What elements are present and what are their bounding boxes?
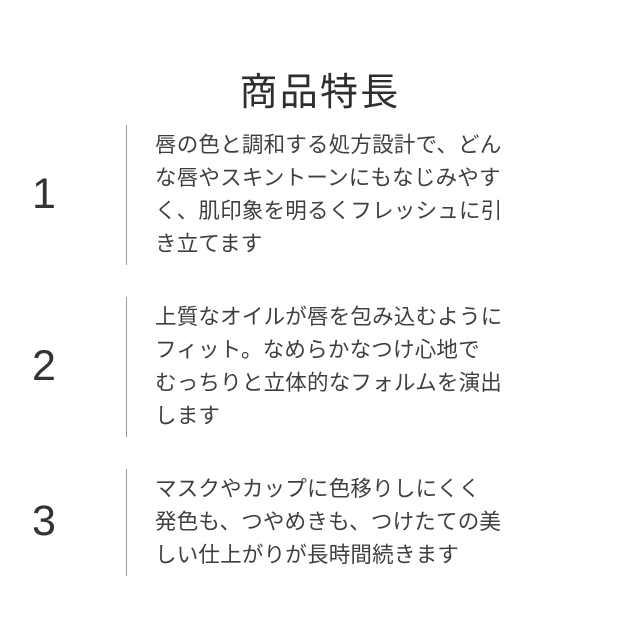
feature-item: 3 マスクやカップに色移りしにくく 発色も、つやめきも、つけたての美 しい仕上が…	[0, 469, 640, 576]
feature-divider	[126, 297, 127, 437]
feature-text-line: き立てます	[155, 232, 263, 256]
feature-number-container: 3	[0, 469, 126, 576]
page-title: 商品特長	[239, 72, 401, 115]
feature-number-container: 2	[0, 297, 126, 437]
feature-list: 1 唇の色と調和する処方設計で、どん な唇やスキントーンにもなじみやす く、肌印…	[0, 125, 640, 576]
feature-text-container: マスクやカップに色移りしにくく 発色も、つやめきも、つけたての美 しい仕上がりが…	[127, 469, 640, 576]
feature-text-line: 唇の色と調和する処方設計で、どん	[155, 133, 502, 157]
feature-number: 3	[32, 497, 56, 545]
feature-text-line: な唇やスキントーンにもなじみやす	[155, 166, 501, 190]
feature-number-container: 1	[0, 125, 126, 265]
feature-text-line: しい仕上がりが長時間続きます	[155, 543, 460, 567]
feature-text-line: フィット。なめらかなつけ心地で	[155, 338, 480, 362]
feature-text-container: 上質なオイルが唇を包み込むように フィット。なめらかなつけ心地で むっちりと立体…	[127, 297, 640, 437]
feature-text-line: く、肌印象を明るくフレッシュに引	[155, 199, 503, 223]
feature-item: 2 上質なオイルが唇を包み込むように フィット。なめらかなつけ心地で むっちりと…	[0, 297, 640, 437]
feature-number: 2	[32, 341, 56, 390]
feature-text-container: 唇の色と調和する処方設計で、どん な唇やスキントーンにもなじみやす く、肌印象を…	[127, 125, 640, 265]
feature-item: 1 唇の色と調和する処方設計で、どん な唇やスキントーンにもなじみやす く、肌印…	[0, 125, 640, 265]
feature-divider	[126, 125, 127, 265]
feature-text-line: 上質なオイルが唇を包み込むように	[155, 305, 503, 329]
feature-text-line: むっちりと立体的なフォルムを演出	[155, 371, 503, 395]
feature-divider	[126, 469, 127, 576]
feature-text-line: マスクやカップに色移りしにくく	[155, 477, 481, 501]
page-title-container: 商品特長	[0, 46, 640, 143]
feature-text-line: します	[155, 404, 221, 428]
feature-number: 1	[32, 169, 56, 218]
feature-text-line: 発色も、つやめきも、つけたての美	[155, 510, 502, 534]
